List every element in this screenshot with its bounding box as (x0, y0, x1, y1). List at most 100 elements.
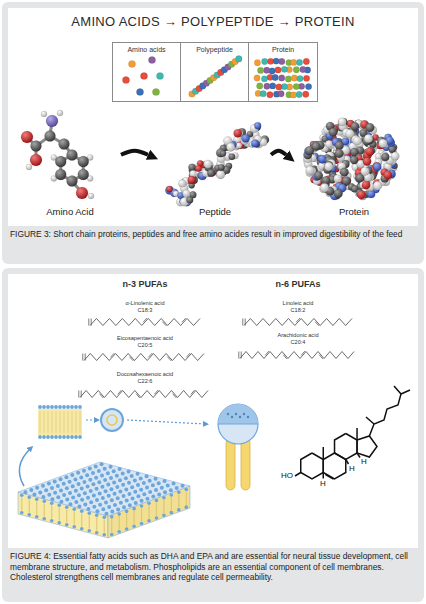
stage-cell: Polypeptide (180, 42, 249, 102)
atom (366, 148, 374, 156)
fatty-acid-chains (79, 318, 354, 398)
lipid-head (148, 490, 152, 494)
atom-label: HO (281, 472, 293, 480)
lipid-head (57, 521, 61, 525)
stage-cell: Amino acids (112, 42, 181, 102)
bond (323, 473, 325, 479)
residue-dot (275, 67, 281, 73)
atom (26, 164, 32, 170)
lipid-head (112, 469, 116, 473)
bilayer-section (38, 409, 82, 435)
residue-dot (269, 83, 275, 89)
lipid-head (62, 493, 66, 497)
double-bond (191, 390, 195, 394)
panel-inner (8, 8, 418, 226)
lipid-head (97, 480, 101, 484)
atom (41, 111, 47, 117)
lipid-head (104, 501, 108, 505)
atom (59, 139, 70, 150)
phosphate-head (218, 404, 258, 424)
residue-dot (279, 58, 285, 64)
lipid-head (41, 495, 45, 499)
node-label: Amino acids (113, 43, 180, 54)
lipid-head (68, 491, 72, 495)
lipid-tail (89, 516, 90, 529)
carbon-chain (90, 319, 200, 326)
carboxyl-bond (245, 319, 246, 326)
lipid-tail (66, 510, 67, 523)
lipid-tail (134, 511, 135, 524)
lipid-tail (186, 492, 187, 505)
lipid-head (151, 483, 155, 487)
atom (346, 130, 354, 138)
atom (188, 164, 195, 171)
lipid-head (35, 486, 39, 490)
lipid-tail (21, 498, 22, 511)
carboxyl-bond (241, 352, 242, 359)
lipid-head (44, 488, 48, 492)
lipid-head (89, 500, 93, 504)
lipid-head (65, 486, 69, 490)
lipid-head (145, 497, 149, 501)
lipid-tail (134, 511, 135, 524)
atom (335, 149, 344, 158)
residue-dot (261, 76, 267, 82)
atom (373, 163, 381, 171)
compound-name: Linoleic acid (283, 301, 314, 307)
lipid-head (155, 499, 159, 503)
lipid-head (58, 435, 62, 439)
phospholipid-icon (101, 409, 123, 431)
lipid-tail (141, 508, 142, 521)
lipid-head (103, 467, 107, 471)
bond (323, 447, 325, 460)
lipid-tail (104, 520, 105, 533)
lipid-head (38, 435, 42, 439)
lipid-head (132, 507, 136, 511)
head-dot (243, 413, 245, 415)
lipid-tail (80, 411, 81, 433)
atom (324, 162, 333, 171)
lipid-head (131, 496, 135, 500)
lipid-tail (36, 502, 37, 515)
lipid-head (106, 483, 110, 487)
lipid-head (140, 504, 144, 508)
lipid-head (125, 527, 129, 531)
atom (178, 180, 186, 188)
lipid-head (73, 478, 77, 482)
lipid-head (50, 435, 54, 439)
phosphate-head (218, 404, 258, 444)
lipid-head (80, 487, 84, 491)
lipid-head (177, 490, 181, 494)
figure-panel: FIGURE 4: Essential fatty acids such as … (2, 268, 424, 602)
atom (241, 134, 249, 142)
carboxyl-bond (242, 319, 243, 326)
lipid-head (78, 405, 82, 409)
lipid-head (95, 531, 99, 535)
lipid-head (86, 484, 90, 488)
peptide-model (165, 122, 269, 206)
lipid-head (110, 510, 114, 514)
lipid-head (170, 493, 174, 497)
lipid-head (116, 507, 120, 511)
double-bond (315, 322, 319, 326)
double-bond (136, 394, 140, 398)
lipid-head (100, 474, 104, 478)
lipid-head (46, 435, 50, 439)
head-dot (247, 416, 249, 418)
atom (338, 118, 346, 126)
node-label: Peptide (162, 207, 268, 217)
lipid-tail (149, 506, 150, 519)
compound-name: α-Linolenic acid (126, 301, 165, 307)
lipid-head (82, 469, 86, 473)
lipid-head (59, 489, 63, 493)
lipid-head (32, 493, 36, 497)
lipid-head (127, 481, 131, 485)
lipid-head (42, 435, 46, 439)
lipid-head (83, 502, 87, 506)
atom (361, 167, 370, 176)
atom (229, 154, 235, 160)
lipid-head (94, 476, 98, 480)
lipid-head (122, 494, 126, 498)
